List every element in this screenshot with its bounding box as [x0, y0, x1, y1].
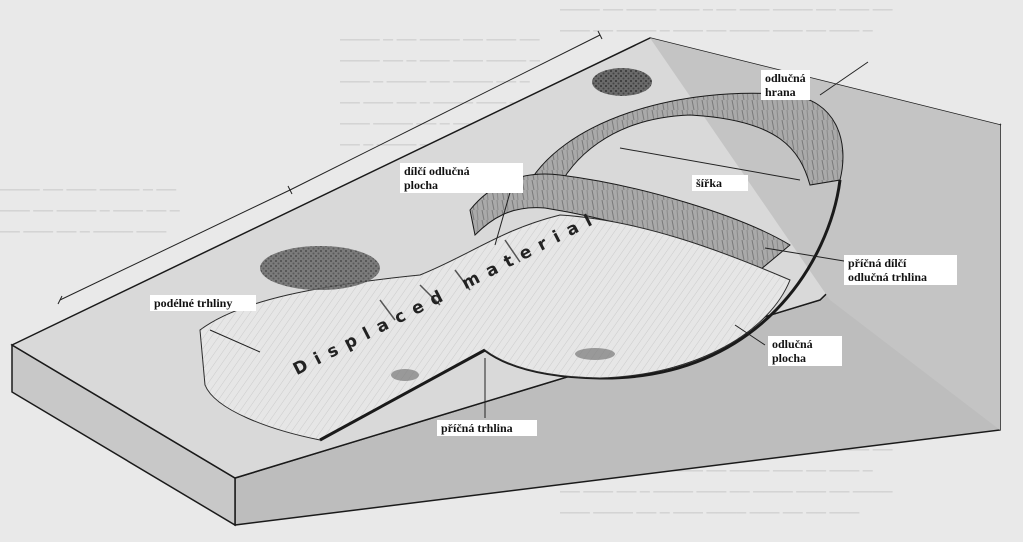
length-dimension-upper: [289, 34, 601, 191]
label-pricna-dilci-line1: příčná dílčí: [848, 256, 907, 270]
label-sirka-text: šířka: [696, 176, 723, 190]
leader-transverse-minor: [764, 247, 851, 263]
label-podelne-trhliny: podélné trhliny: [150, 295, 256, 311]
flank-line: [319, 348, 486, 442]
vegetation-top: [592, 68, 652, 96]
background-text-left-bottom: ──── ── ─── ──── ─ ───── ── ──── ─ ─── ─…: [0, 183, 180, 240]
label-pricna-trhlina-text: příčná trhlina: [441, 421, 513, 435]
label-odlucna-hrana-line2: hrana: [765, 85, 796, 99]
vegetation-small-1: [575, 348, 615, 360]
leader-rupture-surface: [734, 324, 766, 346]
label-pricna-trhlina: příčná trhlina: [437, 420, 537, 436]
label-odlucna-plocha-line2: plocha: [772, 351, 807, 365]
label-odlucna-plocha: odlučná plocha: [768, 336, 842, 366]
label-pricna-dilci-line2: odlučná trhlina: [848, 270, 928, 284]
vegetation-small-2: [391, 369, 419, 381]
label-pricna-dilci-trhlina: příčná dílčí odlučná trhlina: [844, 255, 957, 285]
leader-crown: [819, 61, 869, 96]
transverse-cracks: [379, 239, 521, 321]
vegetation-left: [260, 246, 380, 290]
leader-longitudinal: [209, 329, 261, 353]
main-scarp: [524, 92, 844, 196]
dimension-ticks: [57, 30, 603, 305]
label-sirka: šířka: [692, 175, 748, 191]
background-text-right: ──── ── ─── ──── ─ ── ─── ──── ── ─── ──…: [560, 3, 893, 39]
displaced-material-hatch: [200, 215, 790, 440]
width-dimension: [619, 147, 801, 181]
minor-scarp: [469, 173, 791, 271]
label-odlucna-plocha-line1: odlučná: [772, 337, 813, 351]
length-dimension-lower: [59, 189, 291, 301]
label-odlucna-hrana-line1: odlučná: [765, 71, 806, 85]
label-dilci-line2: plocha: [404, 178, 439, 192]
label-dilci-odlucna-plocha: dílčí odlučná plocha: [400, 163, 523, 193]
label-odlucna-hrana: odlučná hrana: [761, 70, 810, 100]
label-dilci-line1: dílčí odlučná: [404, 164, 470, 178]
label-podelne-text: podélné trhliny: [154, 296, 233, 310]
